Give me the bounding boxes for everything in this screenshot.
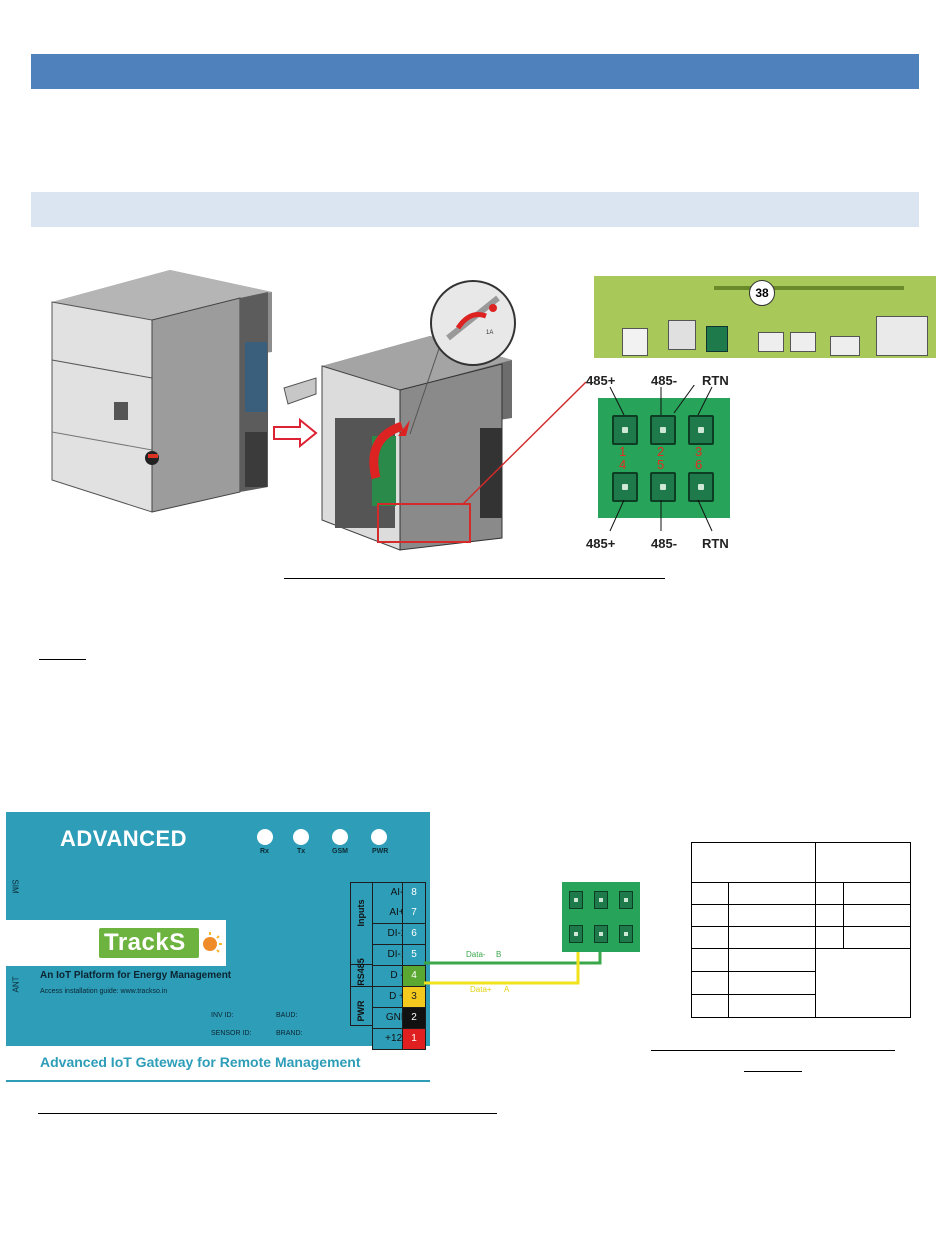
terminal-label: 485- bbox=[651, 373, 678, 388]
terminal-pin bbox=[612, 472, 638, 502]
brand-field: BRAND: bbox=[276, 1030, 303, 1037]
terminal-pin bbox=[650, 472, 676, 502]
table-cell bbox=[728, 994, 816, 1018]
sim-label: SIM bbox=[10, 879, 20, 894]
gateway-footer-band bbox=[6, 1044, 430, 1082]
table-cell bbox=[815, 882, 844, 905]
pin-number: 5 bbox=[657, 457, 665, 472]
led-pwr-icon bbox=[371, 829, 387, 845]
table-caption-underline-2 bbox=[744, 1071, 802, 1072]
terminal-pin bbox=[619, 891, 633, 909]
table-cell bbox=[843, 926, 911, 949]
group-divider bbox=[350, 964, 372, 965]
table-cell bbox=[691, 904, 729, 927]
table-cell bbox=[691, 971, 729, 995]
sun-logo-icon bbox=[203, 932, 222, 953]
pin-number: 6 bbox=[695, 457, 703, 472]
wire-label-data-minus: Data- bbox=[466, 950, 486, 959]
inv-id-field: INV ID: bbox=[211, 1012, 234, 1019]
table-cell bbox=[815, 842, 911, 883]
table-cell bbox=[691, 994, 729, 1018]
terminal-label: 485+ bbox=[586, 373, 616, 388]
terminal-number: 7 bbox=[402, 903, 426, 924]
ant-label: ANT bbox=[11, 976, 21, 993]
group-inputs: Inputs bbox=[356, 899, 366, 927]
table-cell bbox=[691, 926, 729, 949]
terminal-number: 1 bbox=[402, 1029, 426, 1050]
subsection-header-band bbox=[31, 192, 919, 227]
inverter-closed-image bbox=[51, 270, 272, 513]
zoom-detail-circle bbox=[430, 280, 516, 366]
terminal-label: 485+ bbox=[586, 536, 616, 551]
led-gsm-icon bbox=[332, 829, 348, 845]
arrow-right-icon bbox=[273, 418, 318, 448]
terminal-pin bbox=[569, 925, 583, 943]
terminal-number: 3 bbox=[402, 987, 426, 1008]
wire-label-a: A bbox=[504, 985, 510, 994]
callout-small: 1A bbox=[486, 330, 494, 336]
table-cell bbox=[728, 926, 816, 949]
wire-label-b: B bbox=[496, 950, 502, 959]
terminal-number: 8 bbox=[402, 882, 426, 904]
terminal-number: 2 bbox=[402, 1008, 426, 1029]
terminal-pin bbox=[594, 925, 608, 943]
terminal-pin bbox=[688, 415, 714, 445]
terminal-pin bbox=[569, 891, 583, 909]
terminal-pin bbox=[688, 472, 714, 502]
pin-number: 1 bbox=[619, 444, 627, 459]
gateway-caption-underline bbox=[38, 1113, 497, 1114]
pin-number: 4 bbox=[619, 457, 627, 472]
table-cell bbox=[691, 948, 729, 972]
table-cell bbox=[728, 948, 816, 972]
table-cell bbox=[728, 971, 816, 995]
figure-caption-underline bbox=[284, 578, 665, 579]
callout-badge: 38 bbox=[749, 280, 775, 306]
terminal-pin bbox=[650, 415, 676, 445]
terminal-pin bbox=[619, 925, 633, 943]
group-rs485: RS485 bbox=[356, 958, 366, 986]
terminal-leader-lines bbox=[609, 385, 713, 532]
note-underline bbox=[39, 659, 86, 660]
sensor-id-field: SENSOR ID: bbox=[211, 1030, 252, 1037]
table-cell bbox=[691, 882, 729, 905]
baud-field: BAUD: bbox=[276, 1012, 298, 1019]
led-label: Tx bbox=[297, 848, 306, 855]
table-cell bbox=[815, 904, 844, 927]
table-cell bbox=[815, 926, 844, 949]
gateway-title: ADVANCED bbox=[60, 826, 188, 851]
led-label: GSM bbox=[332, 848, 348, 855]
gateway-footer: Advanced IoT Gateway for Remote Manageme… bbox=[40, 1054, 361, 1070]
inverter-open-image bbox=[283, 327, 512, 551]
brand-logo: TrackS bbox=[104, 929, 186, 956]
terminal-pin bbox=[594, 891, 608, 909]
logo-box bbox=[99, 928, 199, 958]
table-caption-underline bbox=[651, 1050, 895, 1051]
table-cell bbox=[843, 904, 911, 927]
table-cell bbox=[815, 948, 911, 1018]
wire-label-data-plus: Data+ bbox=[470, 985, 492, 994]
group-pwr: PWR bbox=[356, 1000, 366, 1022]
group-divider bbox=[350, 986, 372, 987]
table-cell bbox=[728, 882, 816, 905]
terminal-pin bbox=[612, 415, 638, 445]
led-tx-icon bbox=[293, 829, 309, 845]
table-cell bbox=[728, 904, 816, 927]
terminal-label: 485- bbox=[651, 536, 678, 551]
tagline: An IoT Platform for Energy Management bbox=[40, 970, 232, 981]
guide-text: Access installation guide: www.trackso.i… bbox=[40, 988, 168, 995]
terminal-number: 6 bbox=[402, 924, 426, 945]
pin-number: 3 bbox=[695, 444, 703, 459]
section-header-band bbox=[31, 54, 919, 89]
terminal-label: RTN bbox=[702, 536, 729, 551]
terminal-number: 5 bbox=[402, 945, 426, 966]
led-label: PWR bbox=[372, 848, 389, 855]
terminal-label: RTN bbox=[702, 373, 729, 388]
led-rx-icon bbox=[257, 829, 273, 845]
callout-connector-line bbox=[461, 381, 587, 506]
table-cell bbox=[843, 882, 911, 905]
led-label: Rx bbox=[260, 848, 269, 855]
terminal-number: 4 bbox=[402, 966, 426, 987]
table-cell bbox=[691, 842, 816, 883]
pin-number: 2 bbox=[657, 444, 665, 459]
